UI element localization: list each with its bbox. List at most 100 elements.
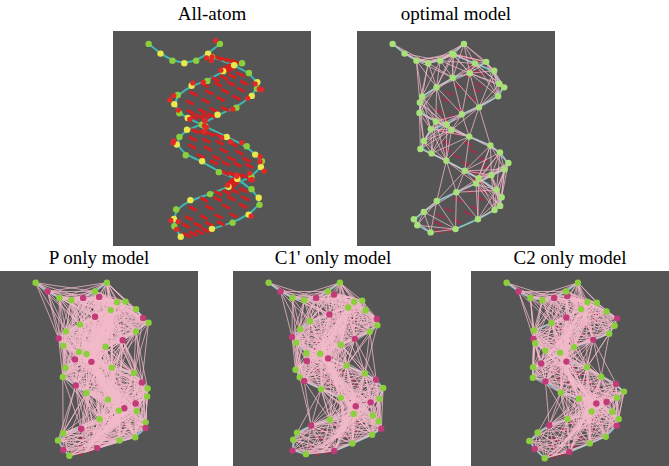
network-edge [440, 44, 464, 61]
oxygen-sphere [253, 81, 258, 86]
atom-sphere [417, 99, 423, 105]
base-stick [237, 73, 245, 77]
atom-sphere [83, 390, 89, 396]
atom-sphere [419, 93, 425, 99]
network-edge [446, 161, 456, 192]
network-edge [490, 145, 492, 175]
base-stick [245, 164, 253, 168]
network-edge [424, 141, 447, 161]
atom-sphere [60, 374, 66, 380]
network-edge [478, 206, 500, 219]
network-edge [405, 54, 429, 64]
atom-sphere [88, 359, 94, 365]
atom-sphere [450, 75, 456, 81]
atom-sphere [223, 134, 229, 140]
base-stick [222, 205, 230, 209]
atom-sphere [448, 127, 454, 133]
base-stick [189, 137, 197, 141]
network-edge [437, 161, 447, 201]
oxygen-sphere [176, 107, 181, 112]
network-edge [422, 96, 431, 129]
network-edge [456, 184, 476, 193]
network-edge [470, 73, 498, 96]
atom-sphere [133, 306, 139, 312]
network-edge [456, 192, 478, 219]
atom-sphere [105, 396, 111, 402]
atom-sphere [411, 216, 417, 222]
atom-sphere [421, 138, 427, 144]
network-edge [424, 192, 457, 212]
base-stick [197, 154, 205, 158]
base-stick [212, 156, 220, 160]
atom-sphere [183, 152, 189, 158]
network-edge [490, 145, 504, 169]
atom-sphere [501, 166, 507, 172]
base-stick [191, 129, 199, 133]
network-edge [365, 325, 377, 373]
atom-sphere [497, 149, 503, 155]
network-edge [419, 113, 451, 130]
base-stick [231, 189, 239, 193]
base-stick [228, 74, 236, 78]
network-edge [63, 377, 81, 429]
atom-sphere [132, 434, 138, 440]
network-edge [476, 184, 494, 210]
network-edge [119, 397, 147, 441]
atom-sphere [216, 169, 222, 175]
network-edge [428, 44, 464, 63]
base-stick [433, 221, 441, 225]
atom-sphere [193, 57, 199, 63]
oxygen-sphere [228, 139, 233, 144]
network-edge [465, 137, 470, 171]
network-edge [436, 121, 446, 160]
atom-sphere [144, 393, 150, 399]
backbone-curve [293, 301, 381, 455]
network-edge [452, 130, 491, 146]
network-edge [393, 44, 417, 61]
atom-sphere [497, 203, 503, 209]
base-stick [469, 149, 477, 153]
backbone-curve [422, 55, 502, 229]
base-stick [217, 97, 225, 101]
network-edge [58, 439, 96, 441]
network-edge [465, 171, 492, 175]
atom-sphere [133, 328, 139, 334]
network-edge [476, 152, 500, 183]
atom-sphere [239, 60, 245, 66]
atom-sphere [94, 445, 100, 451]
atom-sphere [80, 295, 86, 301]
atom-sphere [116, 407, 122, 413]
oxygen-sphere [258, 87, 263, 92]
base-stick [187, 110, 195, 114]
oxygen-sphere [225, 183, 230, 188]
oxygen-sphere [168, 218, 173, 223]
oxygen-sphere [209, 54, 214, 59]
atom-sphere [140, 315, 146, 321]
atom-sphere [461, 41, 467, 47]
atom-sphere [246, 70, 252, 76]
atom-sphere [449, 50, 455, 56]
base-stick [437, 214, 445, 218]
atom-sphere [181, 60, 187, 66]
oxygen-sphere [174, 227, 179, 232]
base-stick [454, 219, 462, 223]
network-edge [420, 130, 451, 149]
base-stick [182, 224, 190, 228]
network-edge [437, 201, 456, 229]
atom-sphere [472, 60, 478, 66]
atom-sphere [414, 222, 420, 228]
base-stick [195, 230, 203, 234]
backbone-curve [149, 44, 220, 62]
atom-sphere [187, 197, 193, 203]
oxygen-sphere [190, 80, 195, 85]
atom-sphere [475, 216, 481, 222]
network-edge [365, 332, 370, 374]
network-edge [462, 73, 470, 114]
atom-sphere [44, 288, 50, 294]
base-stick [189, 207, 197, 211]
atom-sphere [68, 297, 74, 303]
oxygen-sphere [202, 123, 207, 128]
atom-sphere [142, 419, 148, 425]
oxygen-sphere [213, 38, 218, 43]
